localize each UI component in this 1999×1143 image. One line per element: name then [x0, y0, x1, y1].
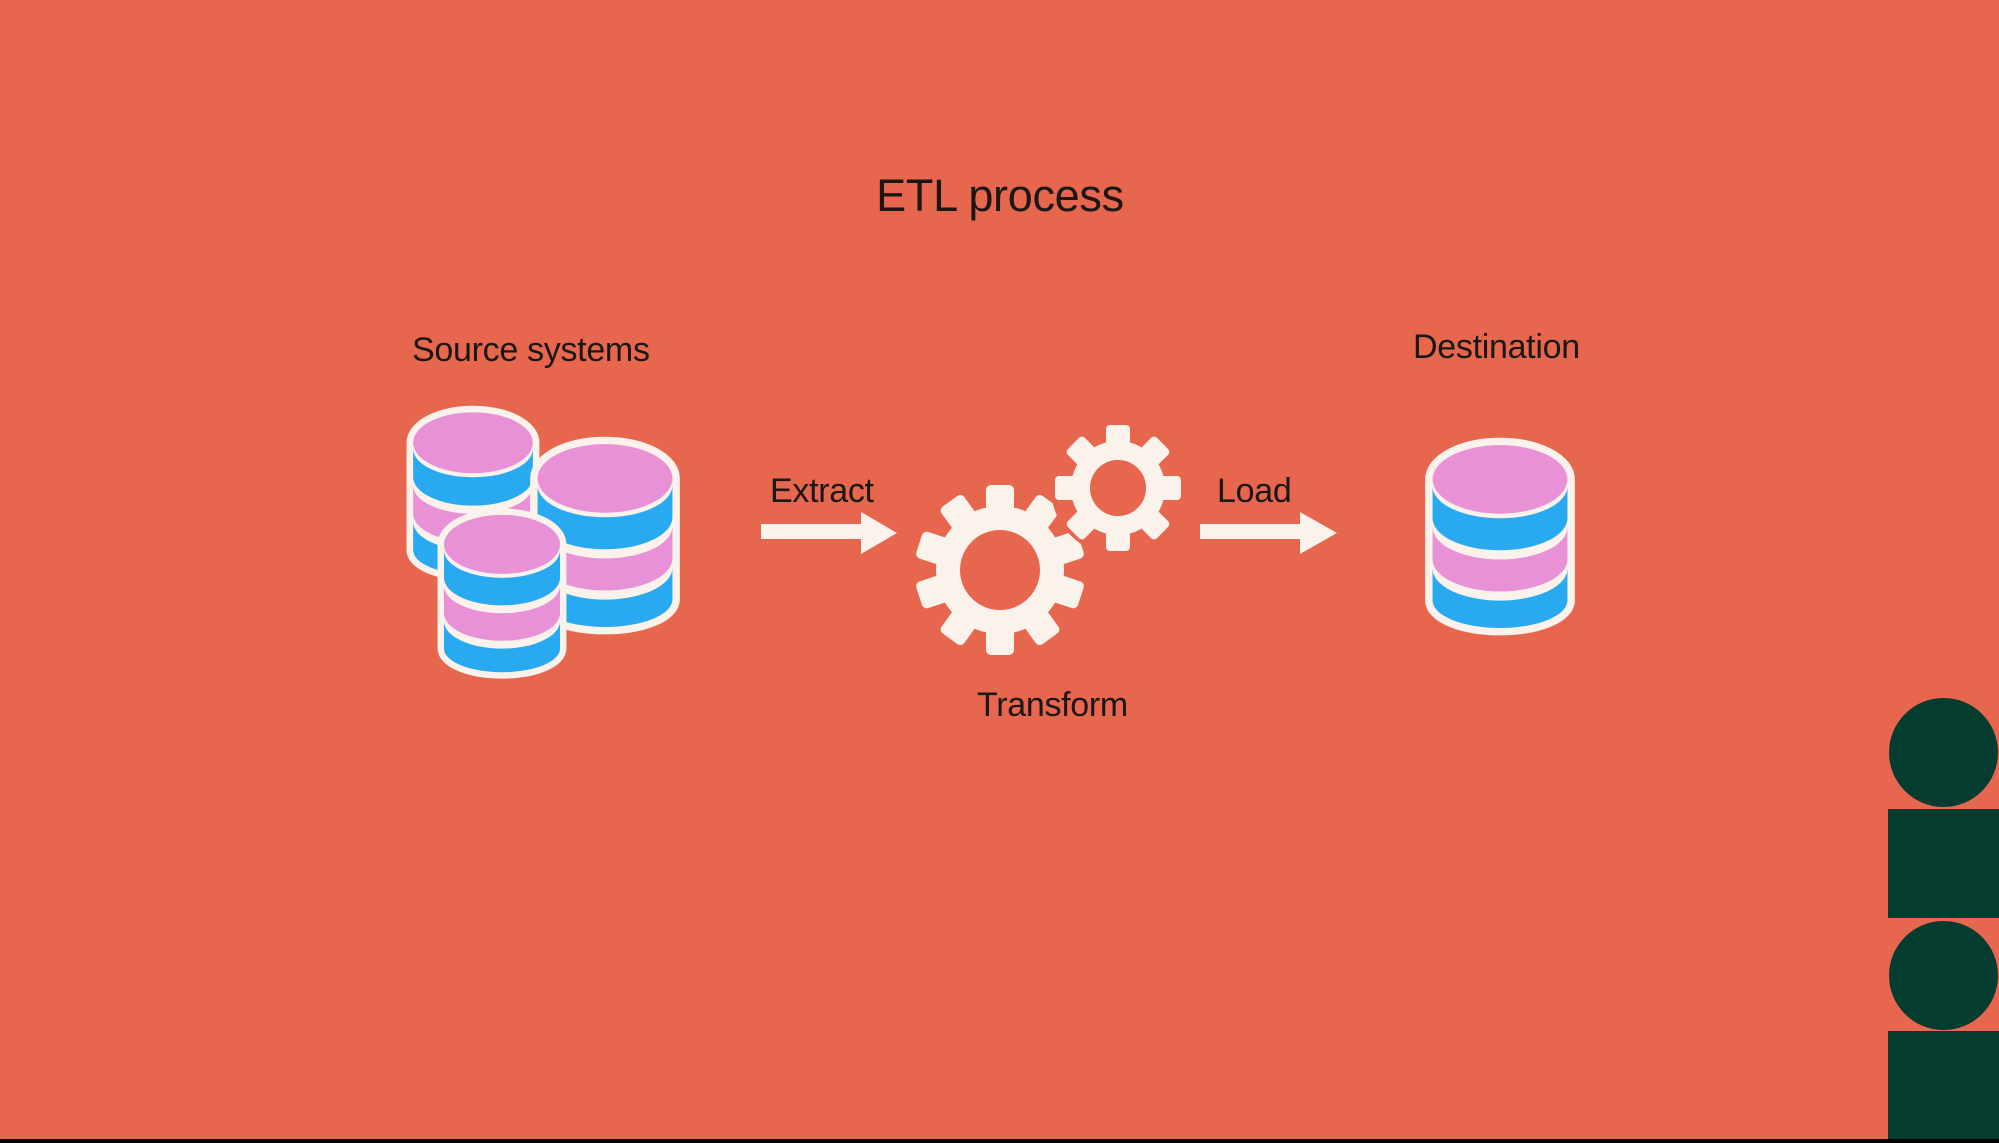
- bottom-edge-bar: [0, 1139, 1999, 1143]
- database-cylinder-icon: [444, 515, 560, 672]
- decor-square: [1888, 1031, 1999, 1140]
- gear-ring: [1071, 441, 1165, 535]
- transform-label: Transform: [977, 686, 1128, 724]
- extract-label: Extract: [770, 472, 875, 510]
- destination-label: Destination: [1413, 328, 1580, 366]
- gear-ring: [936, 506, 1064, 634]
- database-icon: [1433, 445, 1568, 628]
- decor-circle: [1889, 921, 1998, 1030]
- decor-shapes: [1888, 698, 1999, 1140]
- decor-circle: [1889, 698, 1998, 807]
- extract-arrow-icon: [761, 512, 897, 554]
- big-gear-icon: [916, 485, 1084, 655]
- small-gear-icon: [1055, 425, 1181, 551]
- load-label: Load: [1217, 472, 1291, 510]
- gears-icon: [916, 421, 1185, 655]
- source-systems-label: Source systems: [412, 331, 650, 369]
- load-arrow-icon: [1200, 512, 1337, 554]
- page-title: ETL process: [876, 170, 1124, 221]
- decor-square: [1888, 809, 1999, 918]
